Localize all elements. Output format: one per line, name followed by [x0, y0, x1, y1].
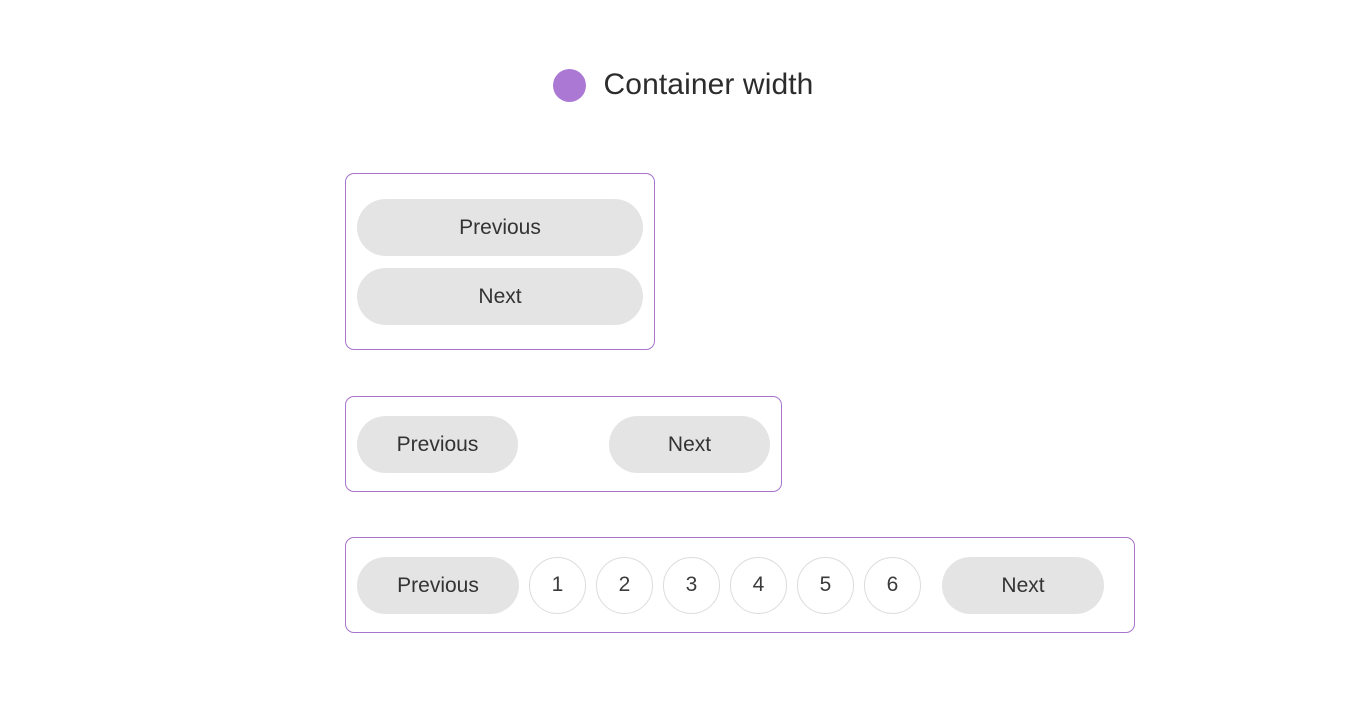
- previous-button[interactable]: Previous: [357, 198, 643, 256]
- page-number-2[interactable]: 2: [596, 556, 653, 614]
- legend-heading: Container width: [0, 68, 1366, 102]
- page-number-5[interactable]: 5: [797, 556, 854, 614]
- page-number-6[interactable]: 6: [864, 556, 921, 614]
- page-number-3[interactable]: 3: [663, 556, 720, 614]
- container-medium-split: Previous Next: [345, 396, 782, 492]
- next-button[interactable]: Next: [357, 267, 643, 325]
- page-number-1[interactable]: 1: [529, 556, 586, 614]
- next-button[interactable]: Next: [942, 556, 1104, 614]
- previous-button[interactable]: Previous: [357, 415, 518, 473]
- previous-button[interactable]: Previous: [357, 556, 519, 614]
- legend-dot-icon: [552, 68, 586, 102]
- page-number-4[interactable]: 4: [730, 556, 787, 614]
- container-narrow-stacked: Previous Next: [345, 173, 655, 350]
- container-wide-pagination: Previous 1 2 3 4 5 6 Next: [345, 537, 1135, 633]
- page-title: Container width: [603, 68, 814, 101]
- next-button[interactable]: Next: [609, 415, 770, 473]
